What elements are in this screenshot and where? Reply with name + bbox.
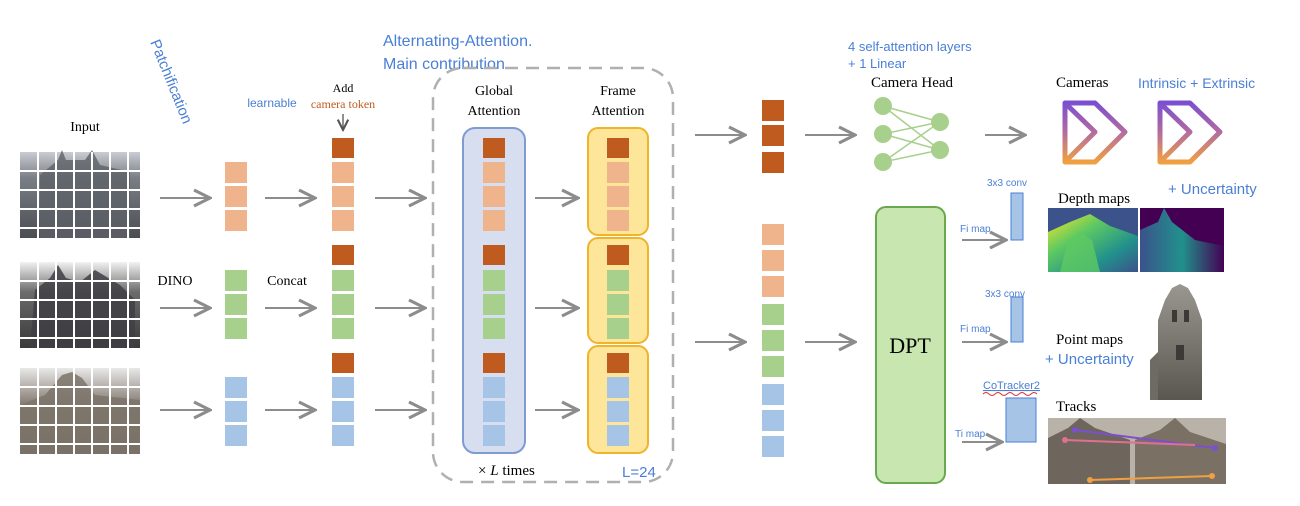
point-map-image bbox=[1150, 284, 1202, 400]
learnable-label: learnable bbox=[247, 96, 297, 110]
concat-tokens-2 bbox=[332, 245, 354, 339]
frame-tokens bbox=[607, 138, 629, 446]
cameras-label: Cameras bbox=[1056, 75, 1109, 91]
point-maps-label: Point maps bbox=[1056, 332, 1123, 348]
camera-icon-2 bbox=[1157, 100, 1223, 165]
patch-tokens-3 bbox=[225, 377, 247, 446]
frame-attention-box-3 bbox=[587, 345, 649, 454]
global-attention-label: Attention bbox=[468, 104, 521, 119]
input-image-3 bbox=[20, 368, 140, 454]
l24-label: L=24 bbox=[622, 464, 656, 481]
uncertainty-points-label: + Uncertainty bbox=[1045, 351, 1134, 368]
conv-label-1: 3x3 conv bbox=[987, 178, 1027, 189]
depth-map-1 bbox=[1048, 208, 1138, 272]
global-tokens bbox=[483, 138, 505, 446]
dino-label: DINO bbox=[158, 274, 193, 289]
patchification-label: Patchification bbox=[146, 37, 195, 126]
global-label: Global bbox=[475, 84, 513, 99]
patch-tokens-1 bbox=[225, 162, 247, 231]
depth-map-2 bbox=[1140, 208, 1224, 272]
self-attention-label-1: 4 self-attention layers bbox=[848, 39, 972, 54]
self-attention-label-2: + 1 Linear bbox=[848, 56, 907, 71]
concat-label: Concat bbox=[267, 274, 307, 289]
frame-label: Frame bbox=[600, 84, 636, 99]
intrinsic-extrinsic-label: Intrinsic + Extrinsic bbox=[1138, 75, 1255, 91]
fi-map-label-1: Fi map bbox=[960, 224, 991, 235]
depth-head-bar bbox=[1010, 192, 1024, 241]
point-head-bar bbox=[1010, 296, 1024, 343]
fi-map-label-2: Fi map bbox=[960, 324, 991, 335]
uncertainty-depth-label: + Uncertainty bbox=[1168, 181, 1257, 198]
camera-head-label: Camera Head bbox=[871, 75, 954, 91]
depth-maps-label: Depth maps bbox=[1058, 191, 1130, 207]
input-image-1 bbox=[20, 150, 140, 238]
input-label: Input bbox=[70, 120, 100, 135]
dpt-block bbox=[875, 206, 946, 484]
camera-tokens-output bbox=[762, 100, 784, 173]
conv-label-2: 3x3 conv bbox=[985, 289, 1025, 300]
camera-head-network bbox=[874, 97, 949, 171]
alternating-attention-block bbox=[431, 66, 675, 484]
camera-icon-1 bbox=[1062, 100, 1128, 165]
times-label: × L times bbox=[478, 463, 535, 479]
patch-tokens-2 bbox=[225, 270, 247, 339]
alternating-attention-label: Alternating-Attention. bbox=[383, 33, 532, 50]
dpt-label: DPT bbox=[889, 333, 931, 358]
camera-token-label: camera token bbox=[311, 97, 375, 111]
ti-map-label: Ti map bbox=[955, 429, 986, 440]
concat-tokens-3 bbox=[332, 353, 354, 446]
track-head-block bbox=[1005, 397, 1037, 443]
input-image-2 bbox=[20, 262, 140, 348]
add-label: Add bbox=[333, 81, 354, 95]
cotracker-label: CoTracker2 bbox=[983, 380, 1040, 392]
tracks-image bbox=[1048, 418, 1226, 484]
tracks-label: Tracks bbox=[1056, 399, 1096, 415]
concat-tokens-1 bbox=[332, 138, 354, 231]
patch-tokens-output bbox=[762, 224, 784, 457]
main-contribution-label: Main contribution bbox=[383, 56, 505, 73]
cotracker-underline bbox=[982, 392, 1038, 396]
frame-attention-label: Attention bbox=[592, 104, 645, 119]
